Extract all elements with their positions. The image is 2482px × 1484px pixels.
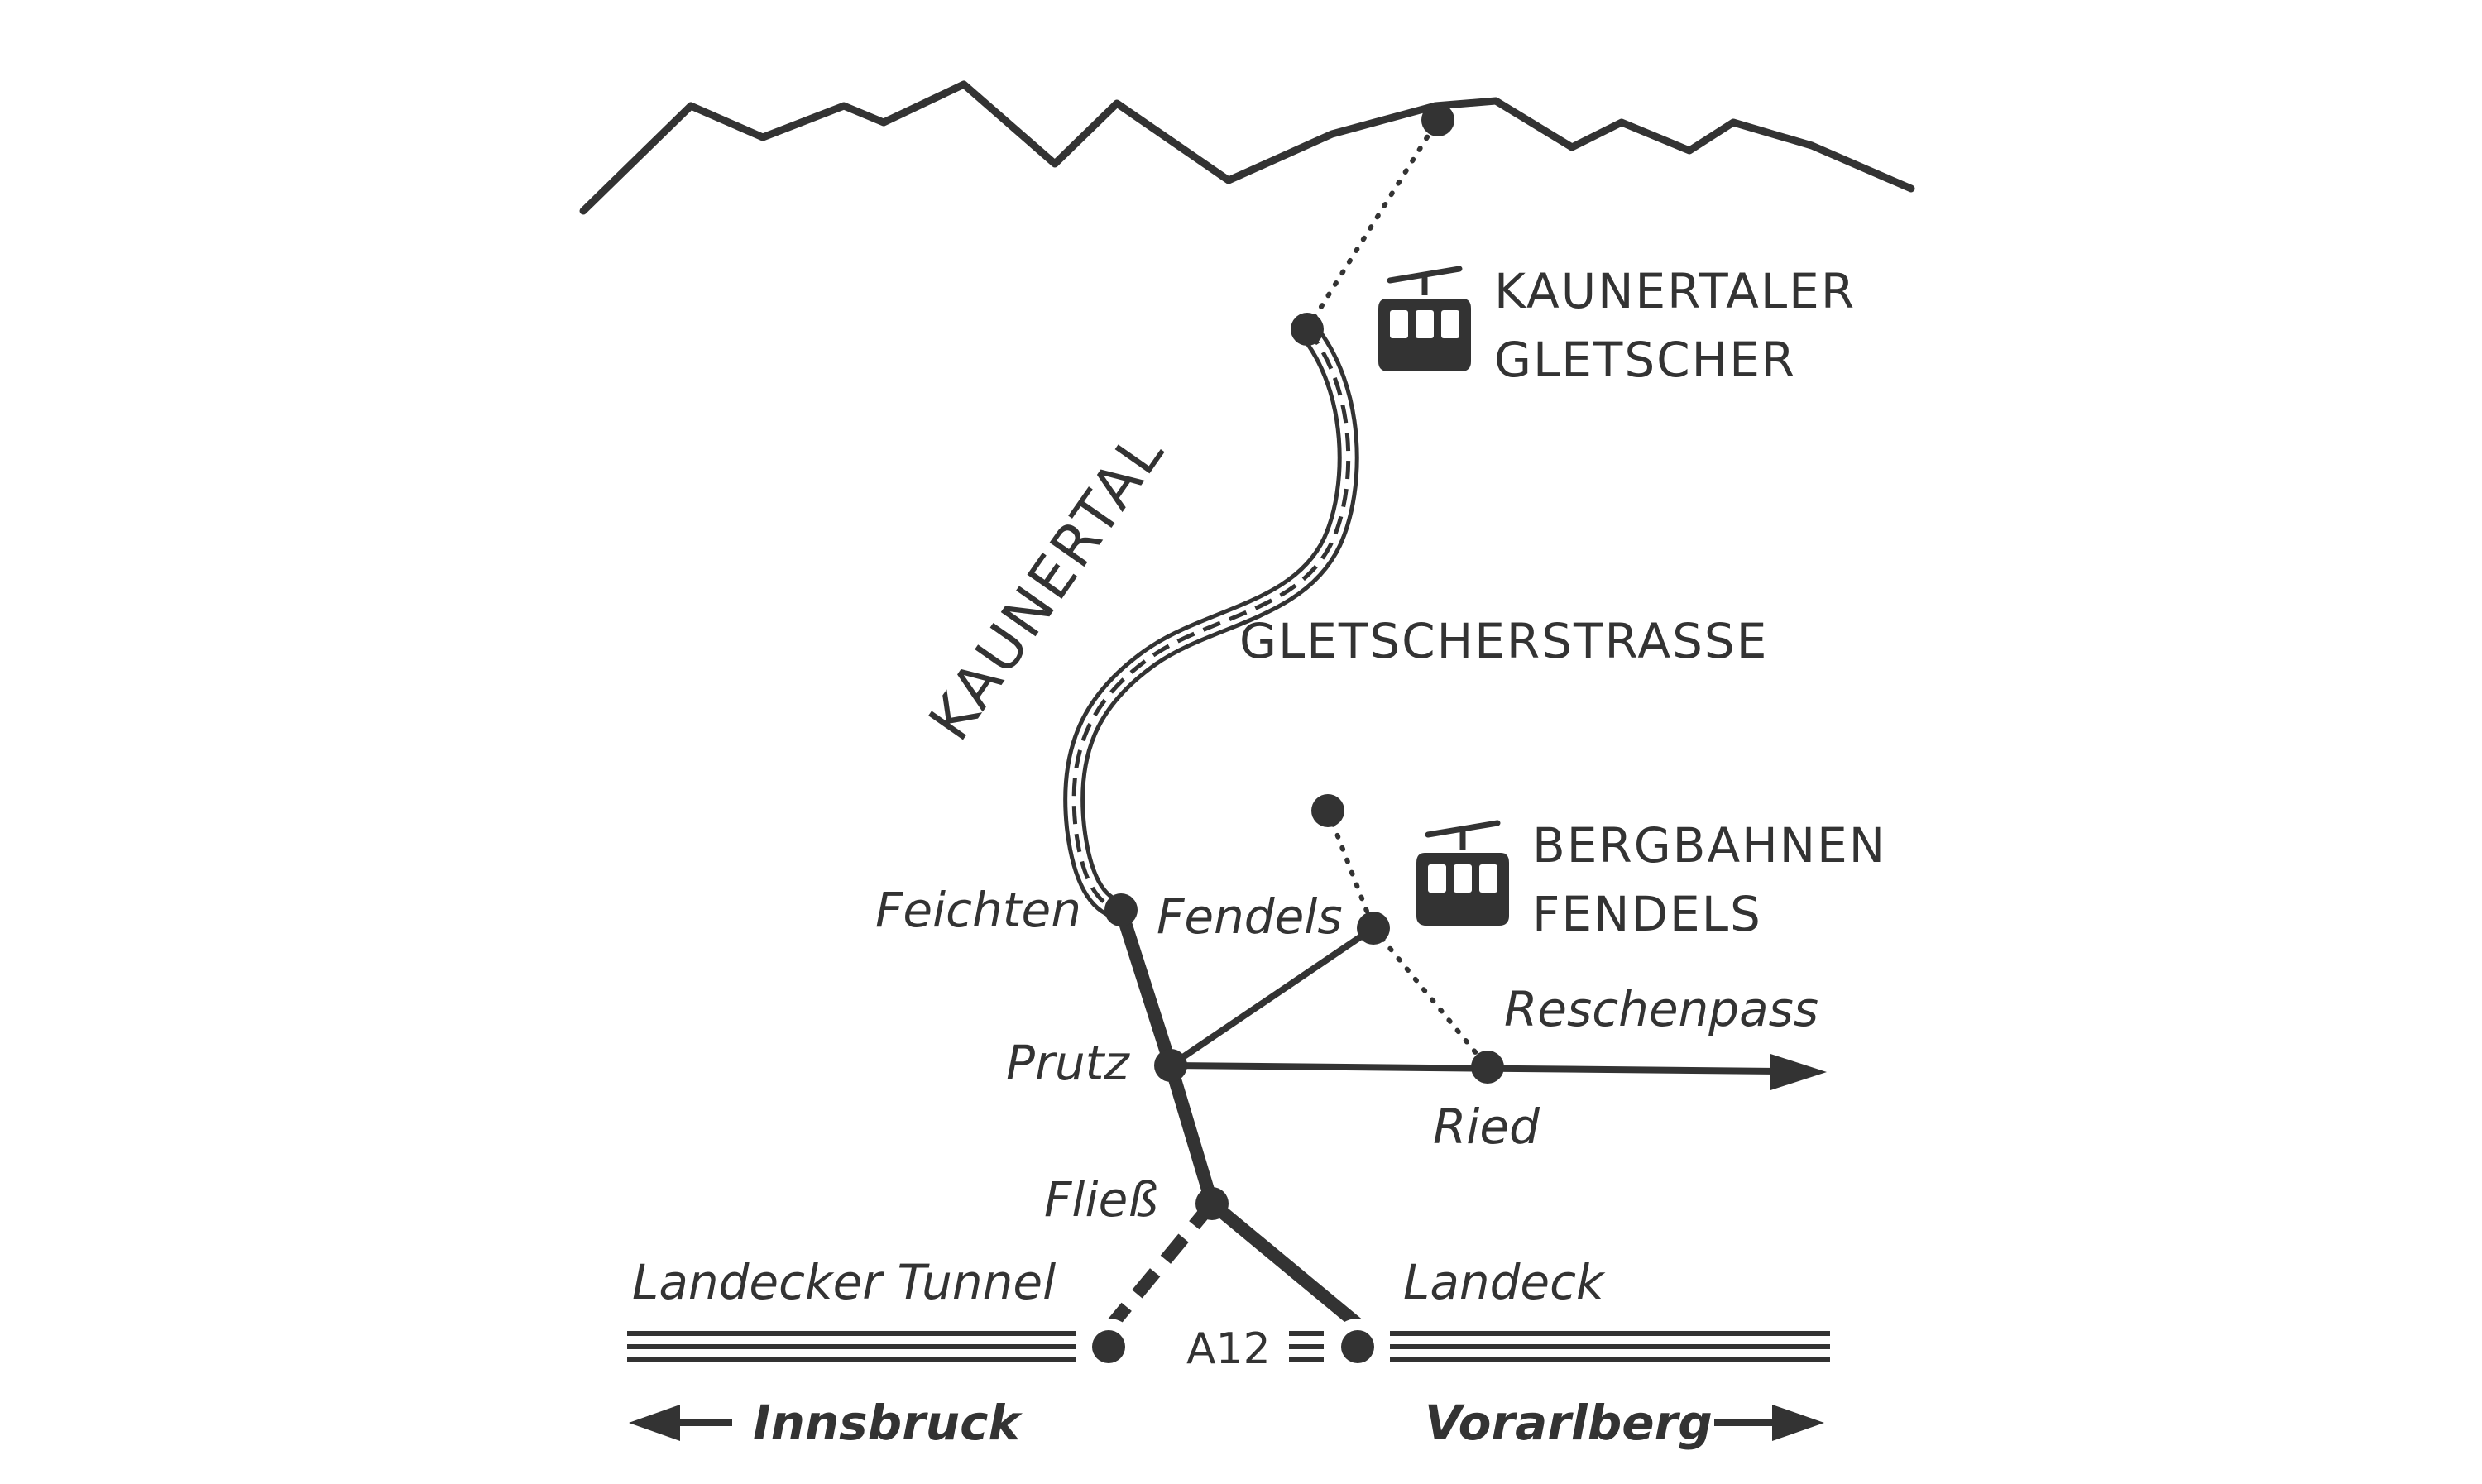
fendels-cableway-upper [1325, 808, 1376, 931]
glacier-road-label: GLETSCHERSTRASSE [1239, 613, 1768, 669]
fliess-label: Fließ [1044, 1171, 1158, 1228]
glacier-valley-node [1291, 313, 1324, 346]
glacier-cableway [1305, 117, 1440, 332]
innsbruck-label: Innsbruck [753, 1395, 1023, 1451]
reschenpass-arrowhead [1770, 1054, 1827, 1090]
prutz-node [1154, 1049, 1187, 1082]
glacier-road [1063, 318, 1359, 921]
feichten-node [1104, 893, 1138, 926]
landeck-label: Landeck [1403, 1254, 1606, 1310]
kaunertal-lift-label-line2: GLETSCHER [1494, 332, 1796, 388]
landeck-junction-node [1341, 1330, 1374, 1363]
fendels-label: Fendels [1157, 888, 1343, 945]
motorway-a12 [627, 1331, 1830, 1362]
kaunertal-lift-label-line1: KAUNERTALER [1494, 263, 1856, 319]
tunnel-junction-node [1092, 1330, 1125, 1363]
road-to-fendels [1167, 925, 1377, 1069]
valley-label: KAUNERTAL [916, 419, 1178, 752]
fendels-top-node [1311, 794, 1344, 827]
tunnel-link [1107, 1199, 1218, 1328]
gondola-icon [1378, 269, 1471, 371]
motorway-label: A12 [1186, 1324, 1271, 1374]
arrow-right-icon [1714, 1405, 1824, 1441]
fendels-node [1357, 912, 1390, 945]
ried-label: Ried [1433, 1099, 1540, 1155]
glacier-summit-node [1421, 103, 1454, 136]
mountain-ridge [579, 80, 1915, 215]
feichten-label: Feichten [875, 882, 1081, 938]
fliess-node [1195, 1187, 1229, 1220]
fendels-lift-label-line1: BERGBAHNEN [1532, 817, 1886, 874]
vorarlberg-label: Vorarlberg [1425, 1395, 1713, 1451]
arrow-left-icon [629, 1405, 732, 1441]
prutz-label: Prutz [1006, 1035, 1130, 1091]
fendels-cableway-lower [1371, 926, 1490, 1070]
gondola-icon [1416, 823, 1509, 926]
reschenpass-label: Reschenpass [1504, 981, 1818, 1037]
main-road [1114, 903, 1363, 1330]
fendels-lift-label-line2: FENDELS [1532, 886, 1762, 942]
tunnel-label: Landecker Tunnel [632, 1254, 1056, 1310]
ried-node [1471, 1051, 1504, 1084]
